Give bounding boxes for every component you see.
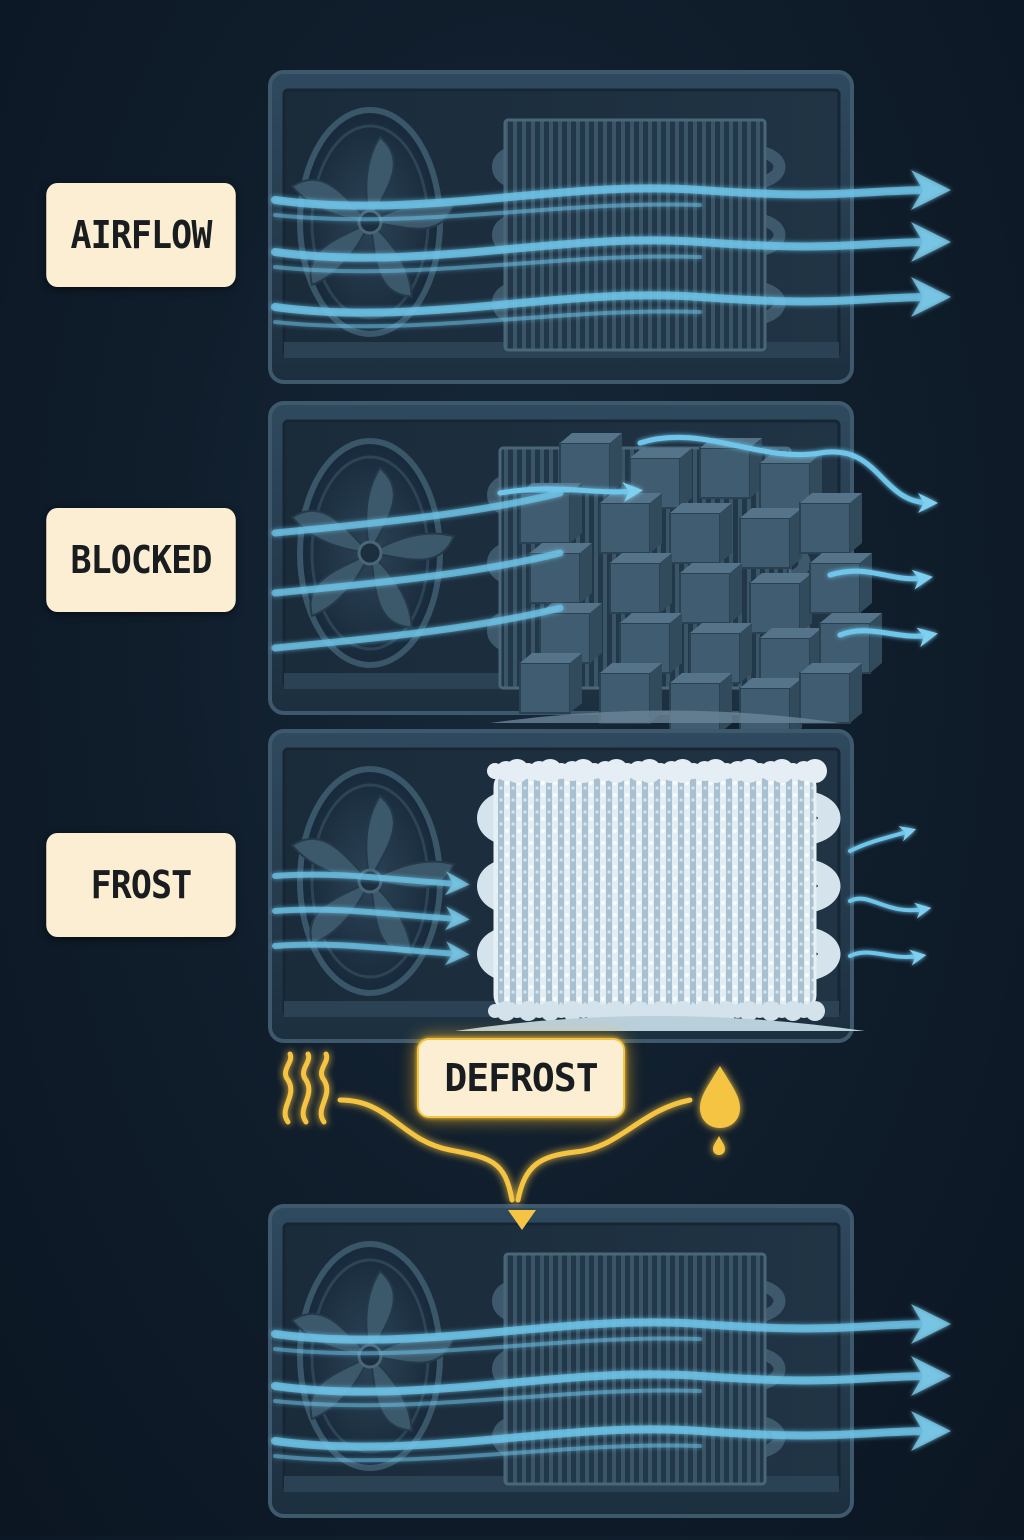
panel-frost	[268, 729, 932, 1043]
airflow-arrow	[271, 1411, 951, 1452]
airflow-arrow	[271, 222, 951, 263]
weak-airflow-arrow	[272, 941, 470, 966]
debris-block	[619, 613, 682, 674]
down-arrow-icon	[508, 1210, 536, 1230]
weak-airflow-arrow	[848, 949, 927, 966]
airflow-arrow	[271, 1304, 951, 1345]
debris-block	[819, 613, 882, 674]
debris-block	[739, 508, 802, 569]
airflow-stream	[273, 254, 702, 274]
water-drip	[713, 1136, 725, 1155]
airflow-streams	[272, 826, 932, 966]
water-drop-icon	[700, 1066, 740, 1155]
debris-block	[599, 493, 662, 554]
weak-airflow-arrow	[848, 896, 932, 919]
panel-after-defrost	[268, 1204, 951, 1518]
debris-block	[689, 623, 752, 684]
weak-airflow-arrow	[272, 871, 470, 896]
escaping-arrow	[837, 627, 938, 648]
airflow-stream	[273, 1336, 702, 1356]
debris-block	[669, 673, 732, 734]
airflow-stream	[273, 309, 702, 329]
airflow-stream	[273, 1388, 702, 1408]
airflow-stream	[273, 1443, 702, 1463]
label-blocked: BLOCKED	[46, 508, 236, 612]
heat-wave	[300, 1051, 312, 1125]
debris-block	[749, 573, 812, 634]
airflow-stream	[273, 202, 702, 222]
heat-waves-icon	[282, 1051, 330, 1125]
panel-blocked	[268, 401, 938, 739]
weak-airflow-arrow	[272, 906, 470, 931]
defrost-line-left	[337, 1097, 515, 1203]
airflow-stream	[271, 604, 564, 652]
heat-wave	[282, 1051, 294, 1125]
debris-block	[679, 563, 742, 624]
heat-wave	[318, 1051, 330, 1125]
label-frost: FROST	[46, 833, 236, 937]
defrost-connector	[337, 1097, 693, 1203]
deflected-arrow	[497, 482, 643, 503]
airflow-arrow	[271, 277, 951, 318]
debris-blocks	[490, 433, 882, 739]
airflow-arrow	[271, 170, 951, 211]
debris-block	[609, 553, 672, 614]
airflow-streams	[271, 434, 938, 652]
debris-block	[799, 663, 862, 724]
debris-pile	[490, 710, 840, 723]
frost-pile	[455, 1016, 865, 1031]
escaping-arrow	[637, 434, 938, 513]
airflow-stream	[271, 549, 564, 597]
label-defrost: DEFROST	[417, 1038, 625, 1118]
fan-icon	[290, 107, 456, 337]
airflow-streams	[271, 1304, 951, 1463]
escaping-arrow	[827, 568, 933, 590]
weak-airflow-arrow	[848, 826, 917, 853]
debris-block	[669, 503, 732, 564]
water-drop	[700, 1066, 740, 1128]
frosted-coil-icon	[455, 759, 865, 1031]
airflow-arrow	[271, 1356, 951, 1397]
debris-block	[799, 493, 862, 554]
debris-block	[519, 653, 582, 714]
panel-airflow	[268, 70, 951, 384]
debris-block	[809, 553, 872, 614]
airflow-stream	[271, 489, 564, 537]
label-airflow: AIRFLOW	[46, 183, 236, 287]
airflow-streams	[271, 170, 951, 329]
defrost-line-right	[515, 1097, 693, 1203]
debris-block	[559, 433, 622, 494]
